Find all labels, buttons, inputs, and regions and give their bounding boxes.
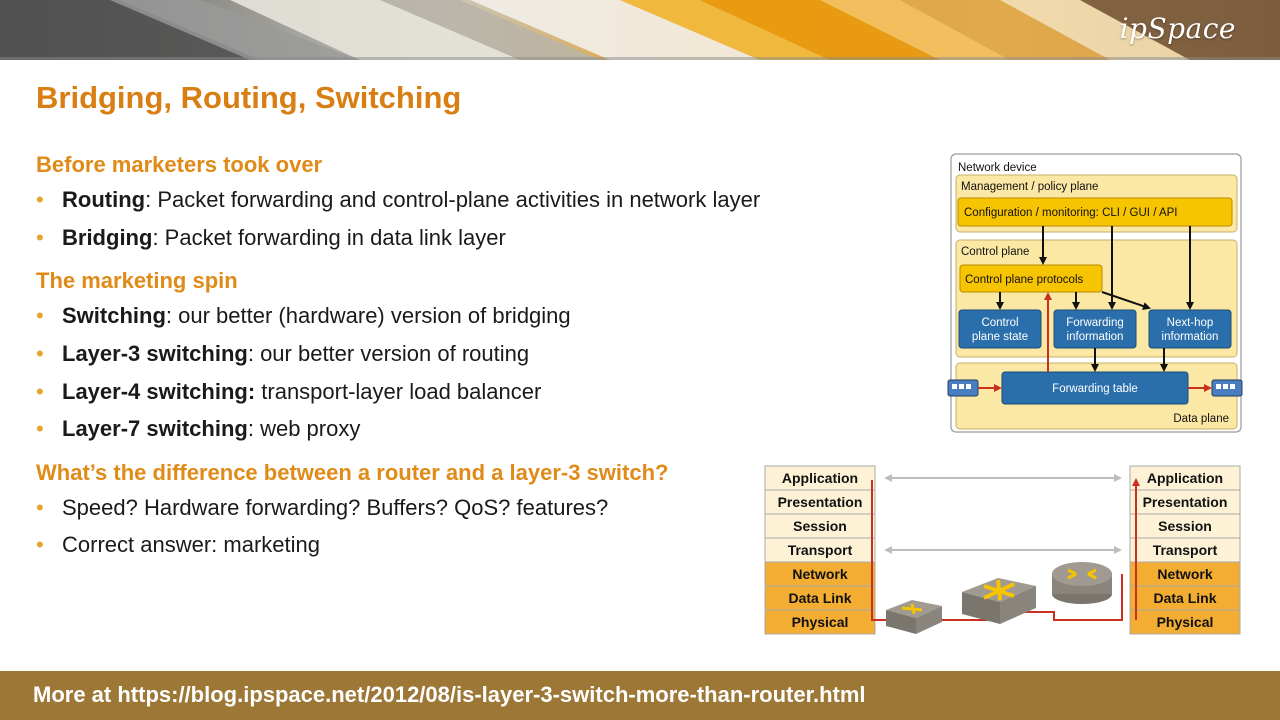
box-line-1: Next-hop <box>1167 317 1214 329</box>
bullet-term: Layer-7 switching <box>62 416 248 442</box>
list-item: Speed? Hardware forwarding? Buffers? QoS… <box>36 494 776 521</box>
peer-arrows <box>884 474 1122 554</box>
osi-layers-diagram: Application Presentation Session Transpo… <box>764 465 1241 635</box>
control-plane-state-box: Control plane state <box>958 309 1042 349</box>
section-heading: Before marketers took over <box>36 152 323 177</box>
osi-layer-label: Physical <box>792 614 849 630</box>
network-device-diagram: Network device Management / policy plane… <box>947 153 1243 433</box>
bullet-text: : web proxy <box>247 416 361 442</box>
list-item: Layer-4 switching: transport-layer load … <box>36 378 776 405</box>
bullet-term: Routing <box>62 187 146 212</box>
bullet-term: Switching <box>62 303 166 329</box>
bullet-list: Switching: our better (hardware) version… <box>36 303 776 442</box>
osi-layer-label: Network <box>792 566 847 582</box>
ipspace-logo: ipSpace <box>1119 12 1236 45</box>
data-plane-label: Data plane <box>1173 413 1229 425</box>
bullet-list: Routing: Packet forwarding and control-p… <box>36 187 776 251</box>
list-item: Switching: our better (hardware) version… <box>36 303 776 329</box>
section-heading: What’s the difference between a router a… <box>36 459 669 485</box>
section-difference: What’s the difference between a router a… <box>36 460 776 558</box>
management-plane-label: Management / policy plane <box>961 181 1098 193</box>
list-item: Layer-3 switching: our better version of… <box>36 340 776 367</box>
bullet-list: Speed? Hardware forwarding? Buffers? QoS… <box>36 494 776 558</box>
slide-content: Before marketers took over Routing: Pack… <box>36 152 776 576</box>
list-item: Routing: Packet forwarding and control-p… <box>36 187 776 213</box>
osi-layer-label: Application <box>782 470 858 486</box>
osi-layer-label: Physical <box>1157 614 1214 630</box>
box-line-2: information <box>1067 331 1124 343</box>
osi-layer-label: Presentation <box>778 494 863 510</box>
next-hop-information-box: Next-hop information <box>1148 309 1232 349</box>
footer-link[interactable]: More at https://blog.ipspace.net/2012/08… <box>33 682 866 707</box>
list-item: Correct answer: marketing <box>36 533 776 558</box>
layer3-switch-icon <box>962 578 1036 624</box>
control-arrows <box>996 226 1194 372</box>
footer-bar: More at https://blog.ipspace.net/2012/08… <box>0 671 1280 720</box>
network-port-icon <box>1211 379 1243 397</box>
device-label: Network device <box>958 162 1037 174</box>
config-monitoring-box <box>957 197 1233 227</box>
osi-layer-label: Data Link <box>788 590 851 606</box>
bullet-text: : our better version of routing <box>247 340 530 366</box>
osi-layer-label: Session <box>793 518 847 534</box>
osi-layer-label: Presentation <box>1143 494 1228 510</box>
box-line-2: information <box>1162 331 1219 343</box>
forwarding-information-box: Forwarding information <box>1053 309 1137 349</box>
box-line-1: Forwarding <box>1066 317 1124 329</box>
bullet-text: : Packet forwarding and control-plane ac… <box>145 187 761 212</box>
control-plane-protocols-box <box>959 264 1103 293</box>
control-plane-label: Control plane <box>961 246 1029 258</box>
osi-layer-label: Transport <box>1153 542 1218 558</box>
osi-layer-label: Application <box>1147 470 1223 486</box>
section-marketing-spin: The marketing spin Switching: our better… <box>36 268 776 442</box>
bullet-term: Bridging <box>62 224 153 250</box>
section-heading: The marketing spin <box>36 268 238 294</box>
control-plane-protocols-label: Control plane protocols <box>965 274 1084 286</box>
osi-layer-label: Data Link <box>1153 590 1216 606</box>
list-item: Layer-7 switching: web proxy <box>36 416 776 442</box>
bullet-text: : Packet forwarding in data link layer <box>152 224 506 250</box>
banner-stripes <box>0 0 1280 60</box>
router-icon <box>1052 562 1112 604</box>
bullet-text: Speed? Hardware forwarding? Buffers? QoS… <box>62 494 609 520</box>
bullet-term: Layer-4 switching: <box>62 378 256 404</box>
list-item: Bridging: Packet forwarding in data link… <box>36 224 776 251</box>
osi-layer-label: Session <box>1158 518 1212 534</box>
osi-stack-right: Application Presentation Session Transpo… <box>1129 465 1241 635</box>
switch-icon <box>886 600 942 634</box>
osi-layer-label: Network <box>1157 566 1212 582</box>
box-line-2: plane state <box>972 331 1028 343</box>
bullet-text: Correct answer: marketing <box>62 532 320 558</box>
box-line-1: Control <box>981 317 1018 329</box>
bullet-term: Layer-3 switching <box>62 340 248 366</box>
bullet-text: transport-layer load balancer <box>255 378 542 404</box>
osi-stack-left: Application Presentation Session Transpo… <box>764 465 876 635</box>
config-monitoring-label: Configuration / monitoring: CLI / GUI / … <box>964 207 1178 219</box>
header-banner: ipSpace <box>0 0 1280 60</box>
section-before: Before marketers took over Routing: Pack… <box>36 152 776 250</box>
forwarding-table-label: Forwarding table <box>1052 383 1138 395</box>
packet-path-arrows <box>978 292 1212 392</box>
bullet-text: : our better (hardware) version of bridg… <box>165 303 571 329</box>
network-port-icon <box>947 379 979 397</box>
osi-layer-label: Transport <box>788 542 853 558</box>
slide-title: Bridging, Routing, Switching <box>36 80 462 115</box>
